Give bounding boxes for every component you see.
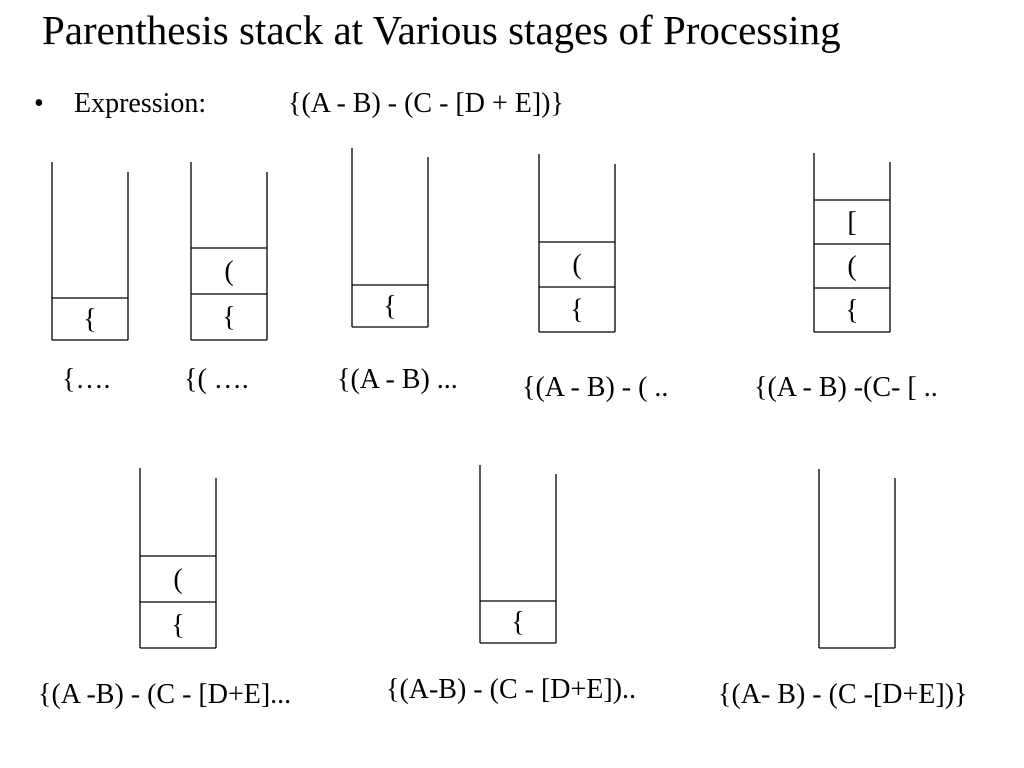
stack-item-1: { [83,304,96,335]
stage-caption: {(A-B) - (C - [D+E]).. [386,674,636,705]
stage-caption: {(A - B) - ( .. [522,372,668,403]
stage-caption: {(A- B) - (C -[D+E])} [718,679,967,710]
bullet-marker: • [34,88,44,119]
stack-item-1: { [383,291,396,322]
stage-caption: {(A - B) -(C- [ .. [754,372,938,403]
stack-item-2: ( [173,564,182,595]
stack-stage-1: { {…. [51,162,129,395]
stack-stage-3: { {(A - B) ... [337,148,458,395]
expression-label: Expression: [74,88,207,119]
stage-caption: {(A - B) ... [337,364,458,395]
expression-value: {(A - B) - (C - [D + E])} [288,88,564,119]
stack-stage-4: { ( {(A - B) - ( .. [522,154,668,403]
stack-item-3: [ [847,207,856,238]
page-title: Parenthesis stack at Various stages of P… [42,7,841,53]
stack-item-1: { [222,302,235,333]
stack-stage-7: { {(A-B) - (C - [D+E]).. [386,465,636,705]
stack-stage-8: {(A- B) - (C -[D+E])} [718,469,967,710]
stack-item-2: ( [572,250,581,281]
stack-stage-5: { ( [ {(A - B) -(C- [ .. [754,153,938,403]
stack-item-1: { [845,295,858,326]
stack-stage-2: { ( {( …. [184,162,268,395]
stack-item-2: ( [224,256,233,287]
stage-caption: {(A -B) - (C - [D+E]... [38,679,291,710]
stage-caption: {…. [62,364,110,395]
stack-item-1: { [171,610,184,641]
stage-caption: {( …. [184,364,249,395]
stack-item-2: ( [847,251,856,282]
stack-stage-6: { ( {(A -B) - (C - [D+E]... [38,468,291,710]
stack-item-1: { [511,607,524,638]
stack-item-1: { [570,295,583,326]
